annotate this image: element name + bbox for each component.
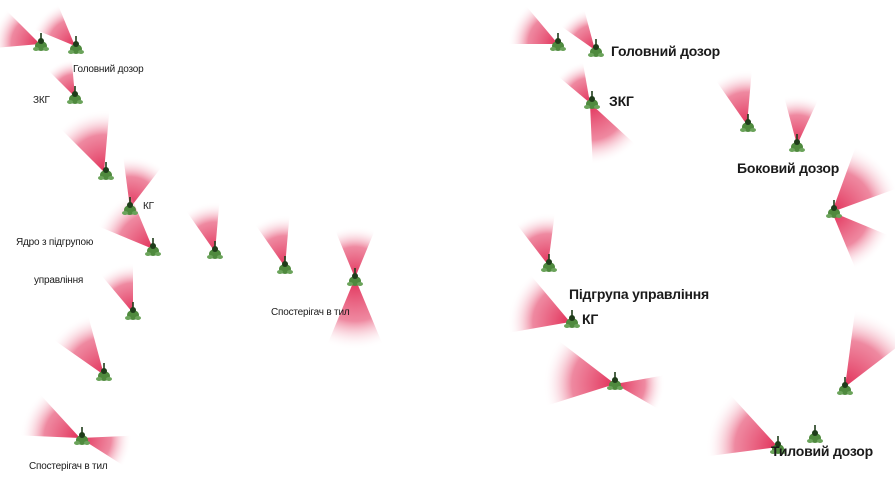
label-zkg-right: ЗКГ [609,93,634,109]
observation-sector [590,103,636,165]
label-kg-right: КГ [582,311,598,327]
label-observer-bottom-left: Спостерігач в тил [29,461,107,472]
label-rear-patrol-right: Тиловий дозор [771,443,873,459]
label-zkg-left: ЗКГ [33,95,50,106]
soldier-icon [807,425,823,443]
observation-sector [558,62,590,103]
observation-sector [784,95,818,145]
label-control-subgroup-right: Підгрупа управління [569,286,709,302]
observation-sector [832,212,889,269]
observation-sector [845,310,895,387]
observation-sector [20,394,80,438]
label-head-patrol-left: Головний дозор [73,64,143,75]
soldier-icon [789,134,805,152]
observation-sector [832,146,895,212]
observation-sector [543,340,615,406]
observation-sector [53,315,104,375]
soldier-icon [347,268,363,286]
observation-sector [60,110,109,172]
observation-sector [561,9,595,50]
label-core-left: Ядро з підгрупою [16,237,93,248]
observation-sector [508,6,558,44]
observation-sector [0,10,40,48]
label-side-patrol-right: Боковий дозор [737,160,839,176]
observation-sector [48,59,75,97]
observation-sector [508,275,570,333]
observation-sector [706,394,778,457]
label-kg-left: КГ [143,201,154,212]
observation-sector [101,263,133,313]
label-observer-right-left: Спостерігач в тил [271,307,349,318]
label-management-left: управління [34,275,83,286]
label-head-patrol-right: Головний дозор [611,43,720,59]
observation-sector [716,70,752,125]
observation-sector [615,375,665,409]
